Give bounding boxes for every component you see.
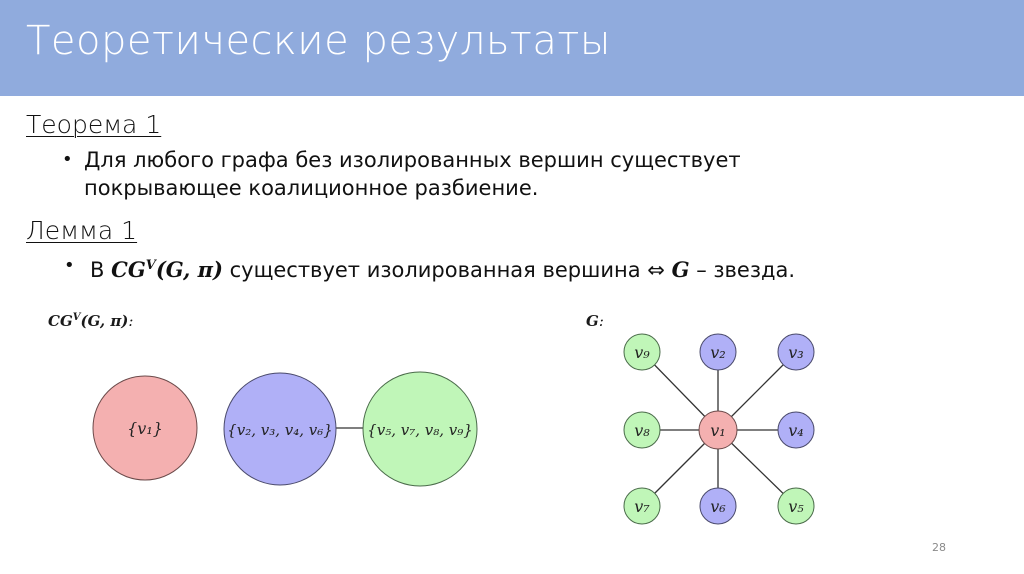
coalition-node-3: {v₅, v₇, v₈, v₉}	[362, 371, 478, 487]
theorem-bullet: • Для любого графа без изолированных вер…	[62, 146, 741, 202]
star-leaf-v9: v₉	[623, 333, 661, 371]
coalition-node-2: {v₂, v₃, v₄, v₆}	[223, 372, 337, 486]
coalition-graph-label: CGV(G, π):	[48, 312, 134, 330]
lemma-bullet: • В CGV(G, π) существует изолированная в…	[64, 252, 796, 284]
lemma-heading: Лемма 1	[26, 216, 138, 245]
svg-text:v₉: v₉	[634, 343, 650, 362]
star-leaf-v7: v₇	[623, 487, 661, 525]
iff-icon: ⇔	[647, 258, 665, 282]
svg-text:{v₂, v₃, v₄, v₆}: {v₂, v₃, v₄, v₆}	[227, 421, 333, 439]
slide-title: Теоретические результаты	[26, 18, 611, 64]
coalition-node-1: {v₁}	[92, 375, 198, 481]
lemma-suffix: – звезда.	[696, 258, 796, 282]
star-leaf-v4: v₄	[777, 411, 815, 449]
svg-text:v₆: v₆	[710, 497, 726, 516]
lemma-prefix: В	[90, 258, 105, 282]
theorem-text-line1: Для любого графа без изолированных верши…	[84, 148, 741, 172]
theorem-text-line2: покрывающее коалиционное разбиение.	[84, 176, 539, 200]
star-leaf-v5: v₅	[777, 487, 815, 525]
star-leaf-v3: v₃	[777, 333, 815, 371]
slide-header: Теоретические результаты	[0, 0, 1024, 96]
page-number: 28	[932, 541, 946, 554]
svg-text:{v₅, v₇, v₈, v₉}: {v₅, v₇, v₈, v₉}	[367, 421, 473, 439]
svg-text:v₅: v₅	[788, 497, 804, 516]
svg-text:v₁: v₁	[710, 421, 725, 440]
star-leaf-v6: v₆	[699, 487, 737, 525]
theorem-heading: Теорема 1	[26, 110, 162, 139]
lemma-mid: существует изолированная вершина	[229, 258, 641, 282]
star-leaf-v8: v₈	[623, 411, 661, 449]
svg-text:{v₁}: {v₁}	[127, 419, 163, 438]
svg-text:v₄: v₄	[788, 421, 803, 440]
bullet-dot-icon: •	[62, 149, 73, 170]
lemma-math-g: G	[671, 257, 690, 282]
star-graph-label: G:	[586, 312, 604, 330]
bullet-dot-icon: •	[64, 255, 75, 276]
lemma-math-cg: CGV(G, π)	[111, 257, 223, 282]
star-center-v1: v₁	[698, 410, 738, 450]
svg-text:v₂: v₂	[710, 343, 725, 362]
svg-text:v₈: v₈	[634, 421, 650, 440]
svg-text:v₇: v₇	[634, 497, 650, 516]
star-leaf-v2: v₂	[699, 333, 737, 371]
svg-text:v₃: v₃	[788, 343, 803, 362]
